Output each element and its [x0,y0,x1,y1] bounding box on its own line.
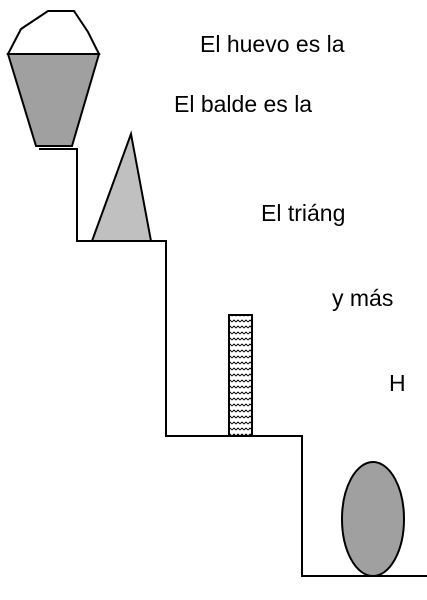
egg-cap-shape [6,10,101,55]
triangle-shape [90,130,153,242]
text-line-bucket: El balde es la [174,91,313,117]
text-line-and-more: y más [332,285,394,311]
staircase-outline [39,148,427,577]
text-line-h: H [389,370,406,396]
text-line-egg: El huevo es la [200,31,345,57]
egg-shape [341,461,405,577]
bucket-shape [6,53,101,147]
patterned-bar-shape [228,314,253,437]
text-line-triangle: El triáng [261,200,346,226]
